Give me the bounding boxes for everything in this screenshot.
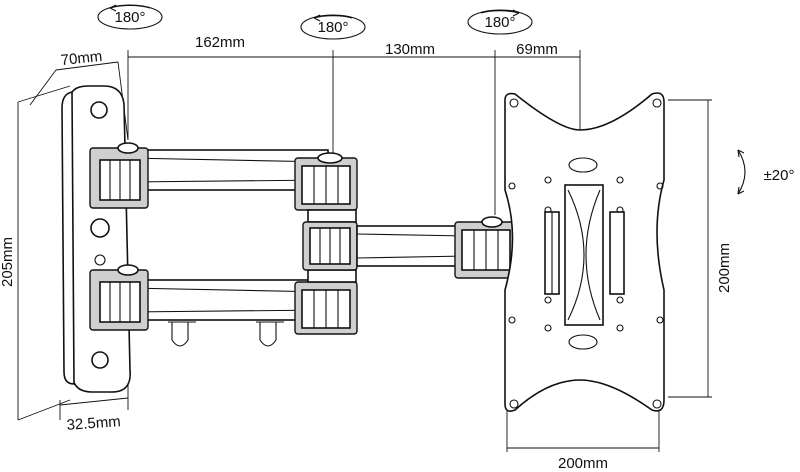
middle-pivot-upper (294, 152, 358, 223)
wall-plate (61, 85, 131, 393)
rotation-indicator-left: 180° (97, 4, 163, 30)
upper-arm (89, 142, 329, 209)
rotation-indicator-middle: 180° (300, 14, 366, 40)
dim-arm-segment-2: 130mm (385, 41, 435, 58)
rotation-label-right: 180° (484, 14, 515, 31)
outer-arm (356, 216, 518, 279)
vesa-horizontal-dimension: 200mm (506, 410, 660, 472)
vesa-vertical-dimension: 200mm (668, 99, 733, 398)
dim-vesa-vertical: 200mm (716, 243, 733, 293)
wall-plate-height-dimension: 205mm (0, 85, 71, 421)
vesa-plate (504, 92, 665, 412)
dim-vesa-horizontal: 200mm (558, 455, 608, 472)
top-dimension-line: 162mm 130mm 69mm (127, 34, 581, 215)
tilt-label: ±20° (764, 167, 795, 184)
tilt-indicator: ±20° (737, 149, 795, 195)
dim-plate-offset: 69mm (516, 41, 558, 58)
rotation-indicator-right: 180° (467, 9, 533, 35)
dim-wall-plate-height: 205mm (0, 237, 16, 287)
dim-arm-width: 70mm (60, 48, 103, 69)
dim-arm-segment-1: 162mm (195, 34, 245, 51)
dim-wall-plate-depth: 32.5mm (66, 413, 121, 434)
middle-pivot-lower (294, 269, 358, 335)
rotation-label-left: 180° (114, 9, 145, 26)
rotation-label-middle: 180° (317, 19, 348, 36)
middle-pivot-center (302, 221, 358, 271)
